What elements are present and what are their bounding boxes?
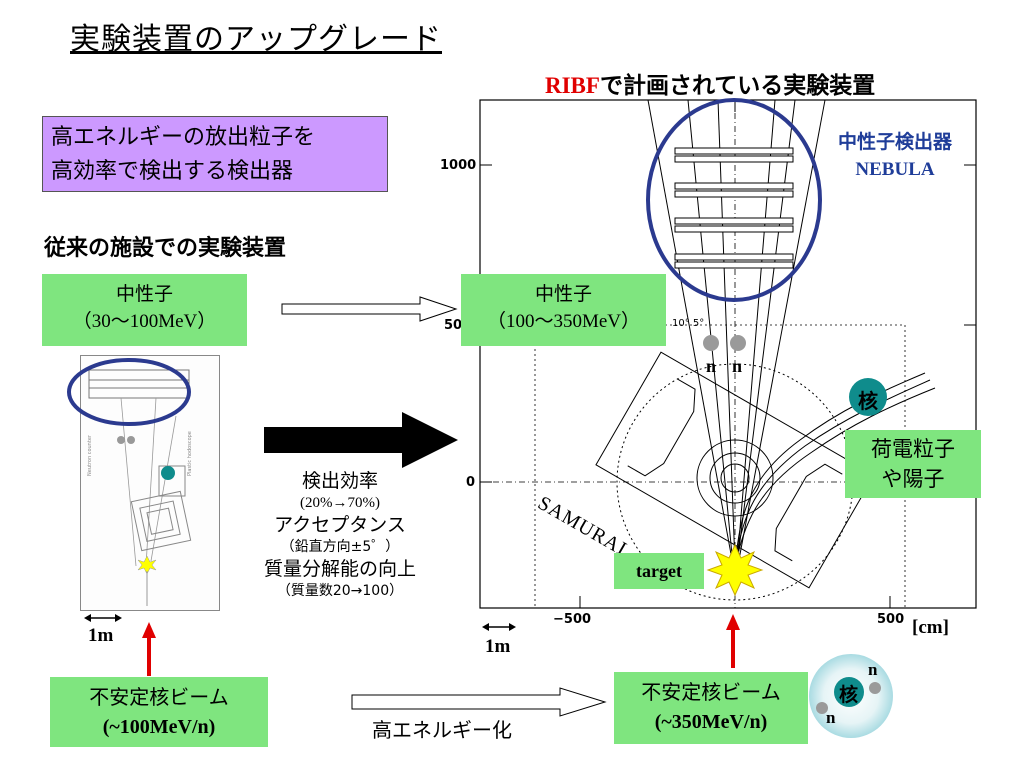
new-beam-label: 不安定核ビーム — [641, 680, 781, 704]
neutron-symbol-2: n — [732, 356, 743, 376]
detector-description-line1: 高エネルギーの放出粒子を — [51, 125, 316, 150]
beam-neutron-symbol-1: n — [868, 660, 878, 679]
old-facility-heading: 従来の施設での実験装置 — [44, 236, 287, 261]
ribf-title-rest: で計画されている実験装置 — [599, 73, 876, 99]
x-tick-minus500: −500 — [553, 612, 592, 627]
y-tick-500: 50 — [444, 318, 463, 333]
old-neutron-energy: （30〜100MeV） — [72, 311, 217, 332]
improvements-list: 検出効率 (20%→70%) アクセプタンス （鉛直方向±5゜） 質量分解能の向… — [240, 469, 440, 601]
old-setup-drawing: Neutron counter Plastic hodoscope — [87, 369, 193, 606]
angle-label: 10° 5° — [672, 318, 705, 329]
ribf-label: RIBF — [545, 73, 600, 98]
svg-text:Neutron counter: Neutron counter — [87, 434, 93, 476]
mass-resolution-label: 質量分解能の向上 — [263, 558, 416, 580]
neutron-upgrade-arrow — [281, 296, 458, 322]
new-neutron-box: 中性子 （100〜350MeV） — [461, 274, 666, 346]
nucleus-label: 核 — [858, 389, 878, 413]
efficiency-label: 検出効率 — [301, 470, 378, 492]
new-scale-label: 1m — [485, 636, 511, 657]
new-beam-energy: (~350MeV/n) — [654, 711, 768, 733]
new-neutron-energy: （100〜350MeV） — [486, 311, 641, 332]
nebula-label-en: NEBULA — [855, 159, 935, 180]
old-beam-box: 不安定核ビーム (~100MeV/n) — [50, 677, 268, 747]
detector-description-line2: 高効率で検出する検出器 — [51, 159, 294, 184]
svg-text:Plastic hodoscope: Plastic hodoscope — [187, 431, 193, 476]
old-beam-label: 不安定核ビーム — [89, 685, 229, 709]
unit-label: [cm] — [912, 617, 949, 638]
charged-particle-line1: 荷電粒子 — [871, 437, 955, 461]
efficiency-value: (20%→70%) — [300, 495, 380, 511]
y-tick-0: 0 — [466, 475, 476, 490]
target-label: target — [614, 553, 704, 589]
old-detector-highlight-ellipse — [67, 358, 191, 426]
charged-particle-line2: や陽子 — [881, 467, 945, 491]
y-tick-1000: 1000 — [440, 158, 477, 173]
old-scale-arrow — [84, 614, 122, 622]
charged-particle-box: 荷電粒子 や陽子 — [845, 430, 981, 498]
old-neutron-label: 中性子 — [115, 283, 173, 305]
ribf-title: RIBFで計画されている実験装置 — [545, 66, 875, 100]
acceptance-label: アクセプタンス — [274, 514, 406, 536]
old-setup-image: Neutron counter Plastic hodoscope — [80, 355, 220, 611]
acceptance-value: （鉛直方向±5゜） — [280, 539, 400, 555]
new-beam-box: 不安定核ビーム (~350MeV/n) — [614, 672, 808, 744]
neutron-symbol-1: n — [706, 356, 717, 376]
old-neutron-box: 中性子 （30〜100MeV） — [42, 274, 247, 346]
detector-description-box: 高エネルギーの放出粒子を 高効率で検出する検出器 — [42, 116, 388, 192]
mass-resolution-value: （質量数20→100） — [276, 583, 404, 599]
beam-nucleus-label: 核 — [839, 684, 859, 706]
high-energy-label: 高エネルギー化 — [372, 718, 512, 742]
upgrade-arrow — [264, 412, 458, 468]
page-title: 実験装置のアップグレード — [70, 22, 442, 57]
beam-neutron-symbol-2: n — [826, 708, 836, 727]
nebula-label-jp: 中性子検出器 — [837, 131, 952, 153]
old-scale-label: 1m — [88, 625, 114, 646]
nebula-label: 中性子検出器 NEBULA — [815, 128, 975, 184]
new-neutron-label: 中性子 — [534, 283, 592, 305]
x-tick-500: 500 — [877, 612, 905, 627]
old-beam-energy: (~100MeV/n) — [102, 716, 216, 738]
